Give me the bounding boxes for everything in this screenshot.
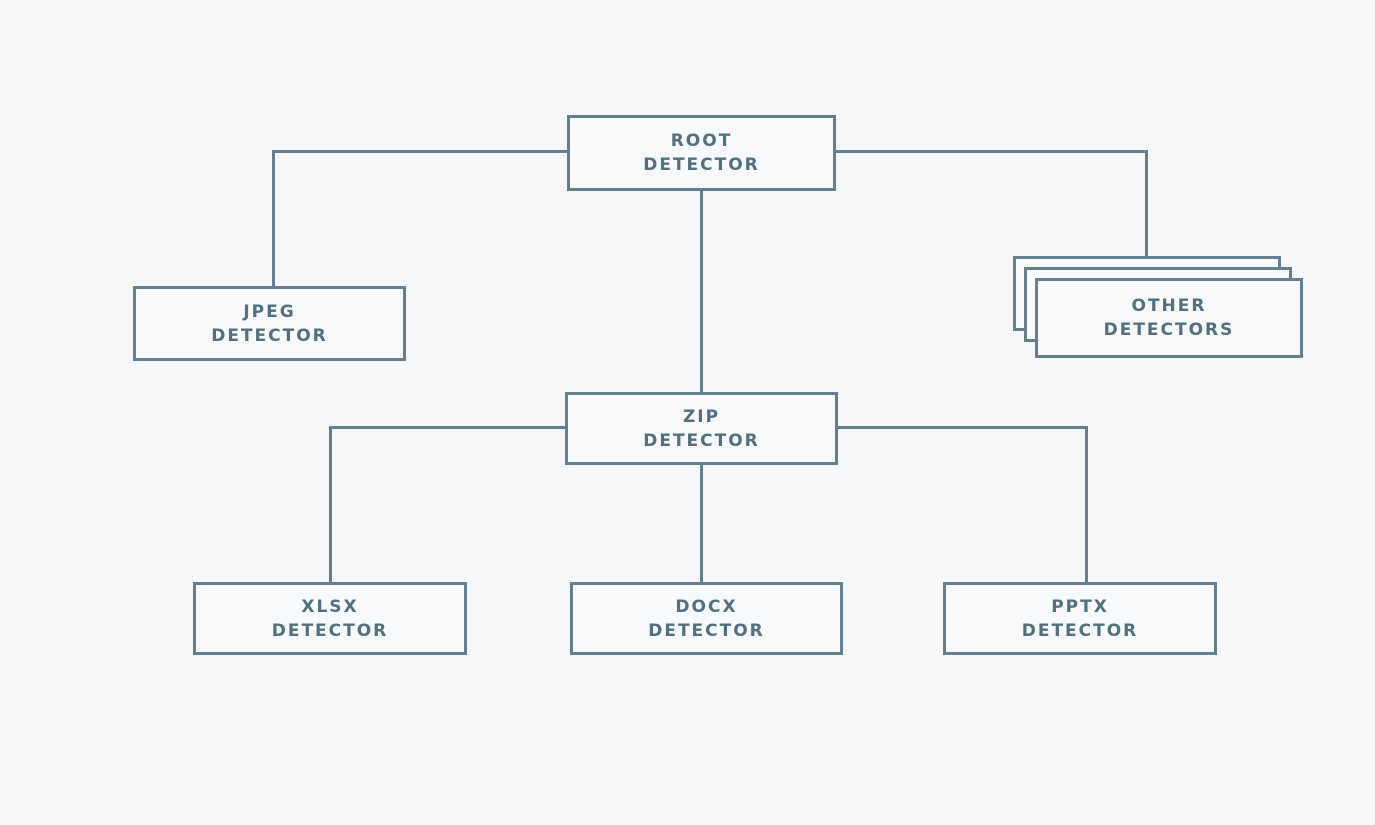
node-docx-label-line1: DOCX: [675, 596, 738, 617]
node-docx-detector: DOCX DETECTOR: [570, 582, 843, 655]
node-jpeg-label-line1: JPEG: [243, 301, 296, 322]
edge-zip-xlsx-vertical: [329, 426, 332, 584]
node-xlsx-detector: XLSX DETECTOR: [193, 582, 467, 655]
edge-root-jpeg-horizontal: [272, 150, 568, 153]
node-xlsx-label-line2: DETECTOR: [271, 620, 389, 641]
node-zip-label-line2: DETECTOR: [643, 430, 760, 451]
edge-root-zip-vertical: [700, 190, 703, 394]
edge-zip-docx-vertical: [700, 464, 703, 584]
edge-zip-pptx-horizontal: [836, 426, 1088, 429]
node-root-detector: ROOT DETECTOR: [567, 115, 836, 191]
edge-zip-pptx-vertical: [1085, 426, 1088, 584]
node-pptx-label-line2: DETECTOR: [1021, 620, 1139, 641]
node-xlsx-label-line1: XLSX: [301, 596, 359, 617]
edge-zip-xlsx-horizontal: [329, 426, 567, 429]
node-root-label-line1: ROOT: [670, 131, 733, 151]
node-other-label-line2: DETECTORS: [1103, 320, 1235, 340]
node-docx-label-line2: DETECTOR: [648, 620, 765, 641]
edge-root-other-horizontal: [836, 150, 1148, 153]
node-jpeg-detector: JPEG DETECTOR: [133, 286, 406, 361]
node-zip-detector: ZIP DETECTOR: [565, 392, 838, 465]
node-other-label-line1: OTHER: [1131, 296, 1207, 316]
edge-root-other-vertical: [1145, 150, 1148, 259]
node-zip-label-line1: ZIP: [682, 406, 721, 427]
edge-root-jpeg-vertical: [272, 150, 275, 288]
node-pptx-detector: PPTX DETECTOR: [943, 582, 1217, 655]
node-pptx-label-line1: PPTX: [1051, 596, 1109, 617]
node-root-label-line2: DETECTOR: [643, 155, 760, 175]
node-other-detectors: OTHER DETECTORS: [1035, 278, 1303, 358]
node-jpeg-label-line2: DETECTOR: [211, 325, 328, 346]
